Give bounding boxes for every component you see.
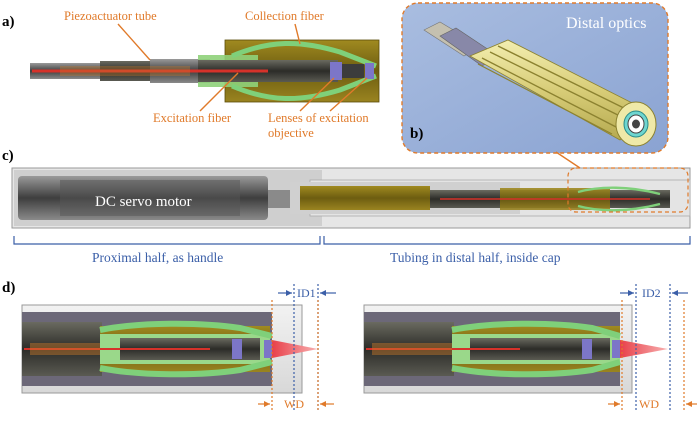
panel-c: c) DC servo motor Proximal half, as hand… (2, 148, 691, 265)
label-excitation-fiber: Excitation fiber (153, 111, 232, 125)
beam-right (620, 340, 668, 358)
panel-b-letter: b) (410, 126, 423, 142)
leader-excitation (199, 72, 239, 112)
label-distal-half: Tubing in distal half, inside cap (390, 250, 561, 265)
leader-lens-1 (299, 77, 335, 112)
label-piezoactuator-tube: Piezoactuator tube (64, 9, 157, 23)
panel-b-title: Distal optics (566, 15, 646, 32)
proximal-bracket (13, 236, 321, 245)
panel-a-letter: a) (2, 14, 15, 30)
leader-collection (294, 23, 301, 45)
distal-optics-render (423, 21, 657, 147)
label-id2: ID2 (642, 286, 661, 300)
label-collection-fiber: Collection fiber (245, 9, 325, 23)
panel-c-letter: c) (2, 148, 14, 164)
panel-d-left: ID1 WD (21, 284, 336, 412)
panel-d: d) ID1 (2, 280, 697, 412)
distal-highlight (567, 167, 689, 213)
beam-left (272, 340, 318, 358)
panel-d-letter: d) (2, 280, 15, 296)
distal-bracket (323, 236, 691, 245)
label-wd-right: WD (639, 397, 659, 411)
leader-lens-2 (329, 77, 368, 112)
label-proximal-half: Proximal half, as handle (92, 250, 223, 265)
panel-d-right: ID2 WD (363, 284, 697, 412)
leader-piezo (117, 23, 151, 61)
panel-a: a) Piezoactuator tube Collection (2, 9, 380, 140)
label-lenses: Lenses of excitation objective (268, 111, 372, 140)
motor-label: DC servo motor (95, 194, 192, 210)
panel-a-probe (30, 39, 380, 103)
label-wd-left: WD (284, 397, 304, 411)
panel-b: Distal optics b) (401, 2, 669, 154)
label-id1: ID1 (297, 286, 316, 300)
